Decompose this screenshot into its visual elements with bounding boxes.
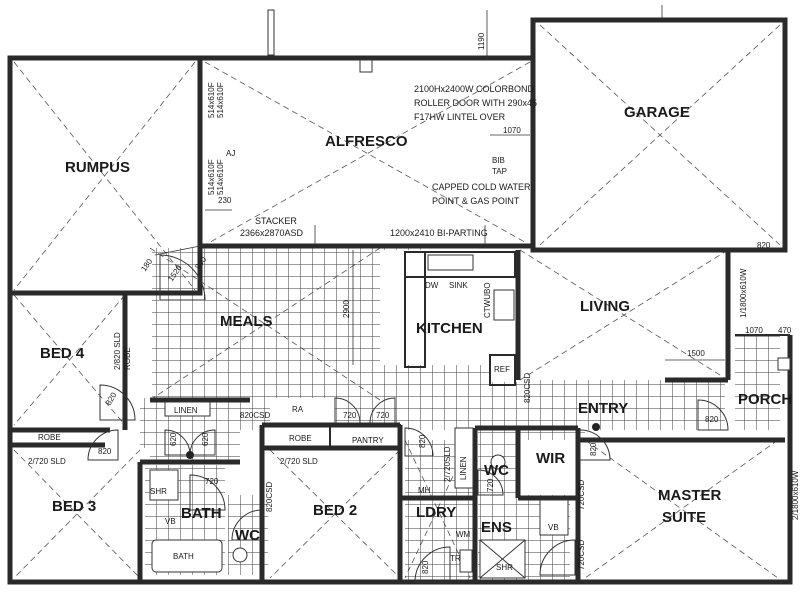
label-bed4: BED 4 (40, 345, 85, 362)
label-kitchen: KITCHEN (416, 320, 483, 337)
note-fw-master: 2/1800x610W (791, 470, 800, 520)
note-capped-2: POINT & GAS POINT (432, 196, 520, 206)
note-fw-514d: 514x610F (216, 159, 225, 195)
room-labels: RUMPUS ALFRESCO GARAGE MEALS KITCHEN LIV… (40, 104, 792, 544)
note-sld-ldry: 2/720SLD (443, 446, 452, 482)
label-shr-bath: SHR (150, 487, 167, 496)
note-stacker-2: 2366x2870ASD (240, 228, 304, 238)
note-fw-514b: 514x610F (216, 82, 225, 118)
dim-1190: 1190 (477, 32, 486, 50)
label-alfresco: ALFRESCO (325, 133, 408, 150)
label-ra: RA (292, 405, 304, 414)
label-wc: WC (235, 527, 260, 544)
dim-720-ens: 720 (486, 478, 495, 492)
label-rumpus: RUMPUS (65, 159, 130, 176)
dim-470: 470 (778, 326, 792, 335)
note-roller-3: F17HW LINTEL OVER (414, 112, 506, 122)
dim-620-b: 620 (201, 432, 210, 446)
label-bath-tub: BATH (173, 552, 194, 561)
label-ens: ENS (481, 519, 512, 536)
note-sld-bed2: 2/720 SLD (280, 457, 318, 466)
label-vb-ens: VB (548, 523, 559, 532)
note-fw-514c: 514x610F (207, 159, 216, 195)
label-garage: GARAGE (624, 104, 690, 121)
dim-820-ldry: 820 (418, 434, 427, 448)
label-sink: SINK (449, 281, 468, 290)
label-vb-bath: VB (165, 517, 176, 526)
label-living: LIVING (580, 298, 630, 315)
label-porch: PORCH (738, 391, 792, 408)
dimension-lines (154, 5, 790, 365)
note-roller-2: ROLLER DOOR WITH 290x45 (414, 98, 537, 108)
note-ctwubo: CTWUBO (483, 282, 492, 318)
note-sld-bed3: 2/720 SLD (28, 457, 66, 466)
note-fw-living: 1/1800x610W (739, 268, 748, 318)
dim-720-bath: 720 (205, 477, 219, 486)
dim-820-porch: 820 (705, 415, 719, 424)
label-pantry: PANTRY (352, 436, 384, 445)
label-tr: TR (450, 554, 461, 563)
label-suite: SUITE (662, 509, 706, 526)
label-linen: LINEN (174, 406, 198, 415)
door-swings (87, 254, 729, 583)
label-entry: ENTRY (578, 400, 628, 417)
note-csd-kitchen: 820CSD (523, 373, 532, 403)
label-robe-bed4: ROBE (123, 347, 132, 370)
label-bed3: BED 3 (52, 498, 96, 515)
notes: 2100Hx2400W COLORBOND ROLLER DOOR WITH 2… (28, 82, 800, 570)
label-bib: BIB (492, 156, 505, 165)
fixtures (149, 9, 791, 579)
note-csd-ens: 720CSD (577, 480, 586, 510)
dim-820-laundry-door: 820 (421, 560, 430, 574)
note-roller-1: 2100Hx2400W COLORBOND (414, 84, 535, 94)
dim-620-a: 620 (169, 432, 178, 446)
label-shr-ens: SHR (496, 563, 513, 572)
label-linen-ldry: LINEN (459, 456, 468, 480)
label-wc2: WC (484, 462, 509, 479)
fixture-labels: ROBE ROBE ROBE LINEN LINEN PANTRY REF DW… (38, 156, 559, 572)
label-robe-bed2: ROBE (289, 434, 312, 443)
walls (7, 17, 793, 585)
label-wir: WIR (536, 450, 565, 467)
dim-1070-garage: 1070 (503, 126, 521, 135)
label-ref: REF (494, 365, 510, 374)
label-bath: BATH (181, 505, 222, 522)
label-bed2: BED 2 (313, 502, 357, 519)
note-stacker-1: STACKER (255, 216, 297, 226)
diagonal-lines (13, 24, 781, 579)
dimension-values: 1190 1070 1070 230 180 1520 800 2900 150… (98, 32, 792, 574)
note-csd-master: 720CSD (577, 540, 586, 570)
label-robe-bed3: ROBE (38, 433, 61, 442)
note-fw-514a: 514x610F (207, 82, 216, 118)
note-biparting: 1200x2410 BI-PARTING (390, 228, 488, 238)
label-ldry: LDRY (416, 504, 456, 521)
label-mh: MH (418, 486, 431, 495)
label-master: MASTER (658, 487, 722, 504)
dim-2900: 2900 (342, 300, 351, 318)
dim-230: 230 (218, 196, 232, 205)
dim-720-pantry-b: 720 (376, 411, 390, 420)
dim-820-bed3: 820 (98, 447, 112, 456)
dim-820-garage: 820 (757, 241, 771, 250)
dim-720-pantry-a: 720 (343, 411, 357, 420)
label-dw: DW (425, 281, 439, 290)
dim-820-entry: 820 (589, 442, 598, 456)
dim-820-bed4: 820 (104, 390, 119, 407)
label-meals: MEALS (220, 313, 273, 330)
note-capped-1: CAPPED COLD WATER (432, 182, 531, 192)
note-aj-1: AJ (226, 149, 235, 158)
dim-1070-porch: 1070 (745, 326, 763, 335)
note-sld-2820: 2/820 SLD (113, 332, 122, 370)
note-csd-bed2: 820CSD (265, 482, 274, 512)
label-tap: TAP (492, 167, 507, 176)
label-wm: WM (456, 530, 471, 539)
note-csd-meals: 820CSD (240, 411, 270, 420)
dim-1500: 1500 (687, 349, 705, 358)
